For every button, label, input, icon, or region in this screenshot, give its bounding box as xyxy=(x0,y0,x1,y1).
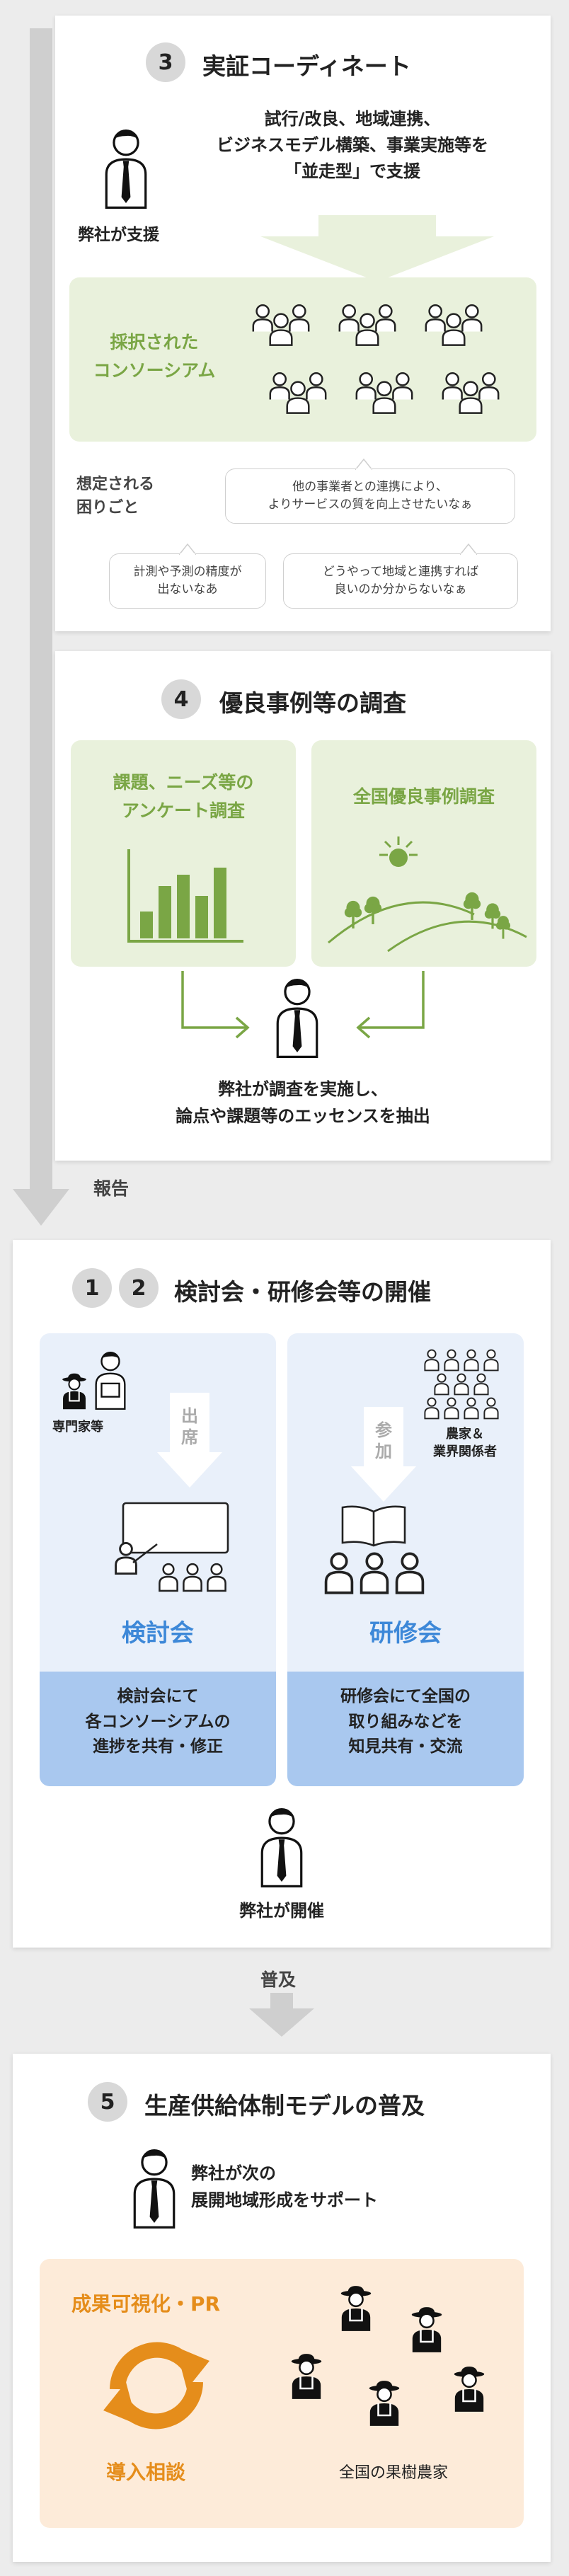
farmers-caption: 全国の果樹農家 xyxy=(338,2464,448,2482)
trainee-icon-3 xyxy=(393,1551,426,1595)
issues-label: 想定される 困りごと xyxy=(76,476,155,517)
farmers-industry-label: 農家＆ 業界関係者 xyxy=(433,1427,497,1460)
crowd-person-icon xyxy=(424,1397,439,1420)
training-footer: 研修会にて全国の 取り組みなどを 知見共有・交流 xyxy=(287,1672,524,1786)
bubble-tail-1 xyxy=(355,459,372,470)
training-title: 研修会 xyxy=(369,1619,442,1648)
fruit-farmer-icon-4 xyxy=(450,2365,488,2413)
spread-label: 普及 xyxy=(260,1970,297,1990)
supporter-label: 弊社が支援 xyxy=(78,226,159,244)
crowd-person-icon xyxy=(424,1349,439,1372)
attend-label: 出 席 xyxy=(181,1406,198,1447)
issue-bubble-2: 計測や予測の精度が 出ないなあ xyxy=(109,553,266,609)
trainee-icon-2 xyxy=(358,1551,391,1595)
section-4-card: 4 優良事例等の調査 課題、ニーズ等の アンケート調査 全国優良事例調査 xyxy=(55,651,551,1161)
section-2-number: 2 xyxy=(119,1268,159,1308)
fruit-farmer-icon-5 xyxy=(365,2379,403,2427)
audience-icon-2 xyxy=(181,1563,204,1592)
spread-panel: 成果可視化・PR 導入相談 全国の果樹農家 xyxy=(40,2259,524,2528)
issue-bubble-1: 他の事業者との連携により、 よりサービスの質を向上させたいなぁ xyxy=(225,468,515,524)
section-5-title: 生産供給体制モデルの普及 xyxy=(144,2092,425,2120)
pointer-line xyxy=(132,1543,158,1563)
crowd-person-icon xyxy=(483,1397,499,1420)
survey-box-title: 課題、ニーズ等の アンケート調査 xyxy=(113,772,254,821)
cycle-bottom-label: 導入相談 xyxy=(105,2461,185,2484)
crowd-person-icon xyxy=(483,1349,499,1372)
consortium-box: 採択された コンソーシアム xyxy=(69,277,536,442)
host-person-icon xyxy=(259,1806,304,1890)
down-arrow-icon xyxy=(260,215,494,282)
landscape-icon xyxy=(328,836,527,953)
bubble-tail-2 xyxy=(179,544,196,555)
section-4-title: 優良事例等の調査 xyxy=(219,689,406,717)
crowd-person-icon xyxy=(464,1397,479,1420)
presentation-icon xyxy=(122,1502,229,1554)
host-label: 弊社が開催 xyxy=(239,1901,324,1921)
survey-box: 課題、ニーズ等の アンケート調査 xyxy=(71,740,296,967)
best-practice-box-title: 全国優良事例調査 xyxy=(352,786,495,807)
trainee-icon-1 xyxy=(323,1551,355,1595)
training-panel: 農家＆ 業界関係者 参 加 研修会 研修会にて全国の 取り組みなどを 知見共有・… xyxy=(287,1333,524,1786)
section-4-caption: 弊社が調査を実施し、 論点や課題等のエッセンスを抽出 xyxy=(176,1079,430,1127)
fruit-farmer-icon-2 xyxy=(408,2306,446,2354)
crowd-person-icon xyxy=(464,1349,479,1372)
farmer-icon xyxy=(59,1372,89,1411)
fruit-farmer-icon-1 xyxy=(337,2284,375,2333)
expert-label: 専門家等 xyxy=(52,1420,103,1434)
crowd-person-icon xyxy=(434,1373,449,1396)
participate-arrow-icon xyxy=(351,1407,416,1502)
review-meeting-title: 検討会 xyxy=(122,1619,194,1648)
section-3-title: 実証コーディネート xyxy=(202,52,411,80)
researcher-person-icon xyxy=(275,977,320,1060)
fruit-farmer-icon-3 xyxy=(287,2352,326,2400)
crowd-person-icon xyxy=(444,1397,459,1420)
section-3-number: 3 xyxy=(146,42,185,82)
best-practice-box: 全国優良事例調査 xyxy=(311,740,536,967)
section-5-number: 5 xyxy=(88,2082,127,2122)
crowd-person-icon xyxy=(473,1373,489,1396)
bubble-tail-3 xyxy=(460,544,477,555)
audience-icon-1 xyxy=(157,1563,180,1592)
merge-arrows xyxy=(181,971,425,1039)
consortium-label: 採択された コンソーシアム xyxy=(93,332,216,381)
expert-icon xyxy=(95,1351,126,1410)
section-12-card: 1 2 検討会・研修会等の開催 専門家等 出 席 検討会 検討会にて 各コンソー… xyxy=(13,1240,551,1948)
group-icon-2 xyxy=(337,299,398,348)
bar-chart-icon xyxy=(127,849,243,943)
group-icon-6 xyxy=(440,367,501,416)
crowd-person-icon xyxy=(444,1349,459,1372)
section-5-card: 5 生産供給体制モデルの普及 弊社が次の 展開地域形成をサポート 成果可視化・P… xyxy=(13,2054,551,2562)
section-5-description: 弊社が次の 展開地域形成をサポート xyxy=(191,2163,378,2211)
report-flow-arrow xyxy=(13,28,69,1226)
group-icon-4 xyxy=(268,367,328,416)
supporter-person-icon-2 xyxy=(132,2147,177,2231)
section-3-card: 3 実証コーディネート 弊社が支援 試行/改良、地域連携、 ビジネスモデル構築、… xyxy=(55,16,551,631)
cycle-top-label: 成果可視化・PR xyxy=(71,2292,221,2316)
cycle-arrows-icon xyxy=(103,2342,209,2430)
group-icon-3 xyxy=(423,299,484,348)
review-meeting-footer: 検討会にて 各コンソーシアムの 進捗を共有・修正 xyxy=(40,1672,276,1786)
group-icon-1 xyxy=(251,299,311,348)
supporter-person-icon xyxy=(103,127,149,211)
section-12-title: 検討会・研修会等の開催 xyxy=(174,1278,431,1306)
section-4-number: 4 xyxy=(161,679,201,719)
attend-arrow-icon xyxy=(157,1393,222,1488)
crowd-icon xyxy=(423,1349,508,1425)
review-meeting-panel: 専門家等 出 席 検討会 検討会にて 各コンソーシアムの 進捗を共有・修正 xyxy=(40,1333,276,1786)
group-icon-5 xyxy=(354,367,415,416)
report-label: 報告 xyxy=(93,1178,130,1199)
book-icon xyxy=(341,1505,406,1547)
participate-label: 参 加 xyxy=(375,1420,392,1461)
spread-arrow-icon xyxy=(249,1993,314,2037)
section-3-description: 試行/改良、地域連携、 ビジネスモデル構築、事業実施等を 「並走型」で支援 xyxy=(217,109,488,182)
crowd-person-icon xyxy=(454,1373,469,1396)
audience-icon-3 xyxy=(205,1563,228,1592)
issue-bubble-3: どうやって地域と連携すれば 良いのか分からないなぁ xyxy=(283,553,518,609)
section-1-number: 1 xyxy=(72,1268,112,1308)
